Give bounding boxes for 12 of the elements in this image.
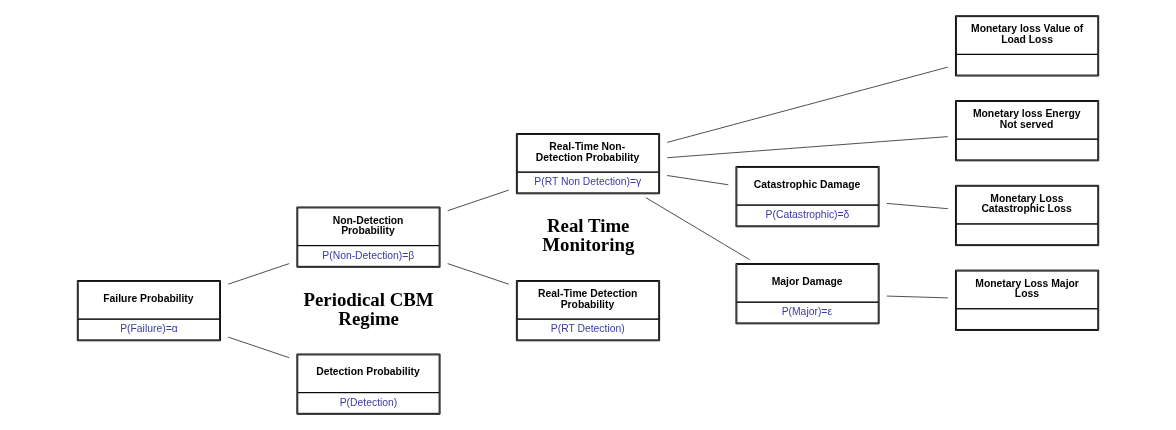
connector	[666, 66, 949, 143]
connector	[886, 202, 949, 210]
connector	[666, 136, 949, 159]
connector	[447, 263, 510, 285]
connector	[227, 263, 290, 285]
connector	[645, 197, 751, 261]
connector	[447, 189, 510, 212]
label: Periodical CBM Regime	[303, 288, 434, 329]
connector	[886, 295, 949, 299]
label: Real Time Monitoring	[542, 215, 635, 256]
connector	[666, 175, 729, 186]
connector	[227, 336, 290, 359]
